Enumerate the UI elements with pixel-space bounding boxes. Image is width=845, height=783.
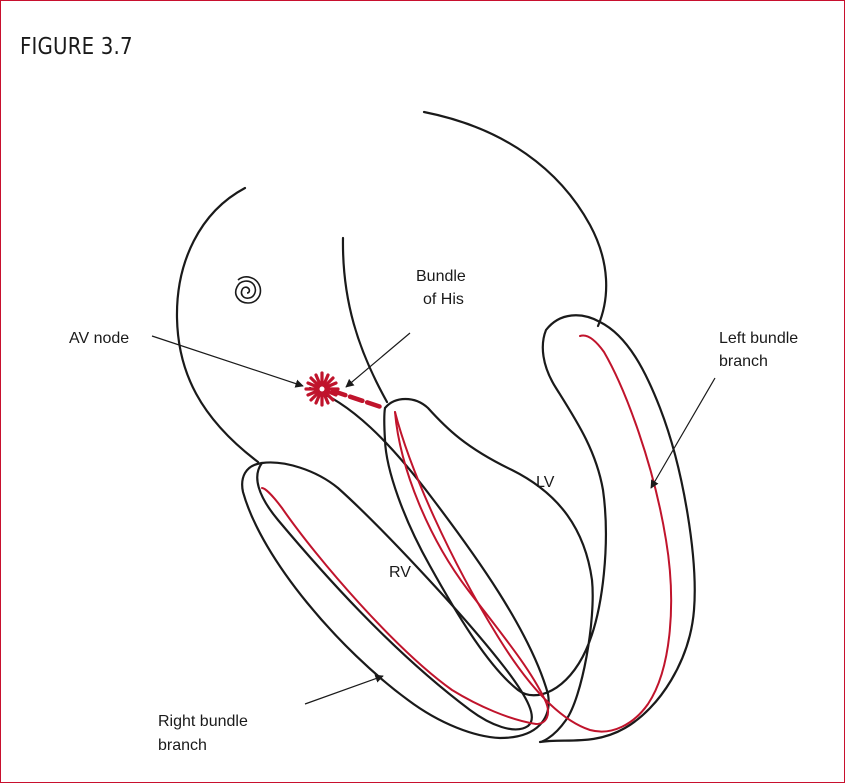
left-bundle-arrow: [651, 378, 715, 488]
lv-label: LV: [536, 474, 555, 491]
left-bundle-branch: [395, 336, 671, 732]
left-bundle-label-line1: Left bundle: [719, 330, 798, 347]
atrial-septum: [343, 238, 387, 402]
right-bundle-arrow: [305, 676, 383, 704]
spiral-icon: [236, 277, 261, 303]
right-bundle-label-line1: Right bundle: [158, 713, 248, 730]
right-atrium-outline: [177, 188, 258, 462]
left-bundle-label-line2: branch: [719, 353, 768, 370]
bundle-of-his-label-line2: of His: [423, 291, 464, 308]
right-bundle-label-line2: branch: [158, 737, 207, 754]
bundle-of-his-label-line1: Bundle: [416, 268, 466, 285]
bundle-of-his: [333, 391, 384, 408]
av-node-icon: [306, 373, 338, 405]
bundle-of-his-arrow: [346, 333, 410, 387]
rv-label: RV: [389, 564, 411, 581]
av-node-label: AV node: [69, 330, 129, 347]
av-node-arrow: [152, 336, 303, 386]
right-ventricle-outline: [242, 388, 548, 738]
